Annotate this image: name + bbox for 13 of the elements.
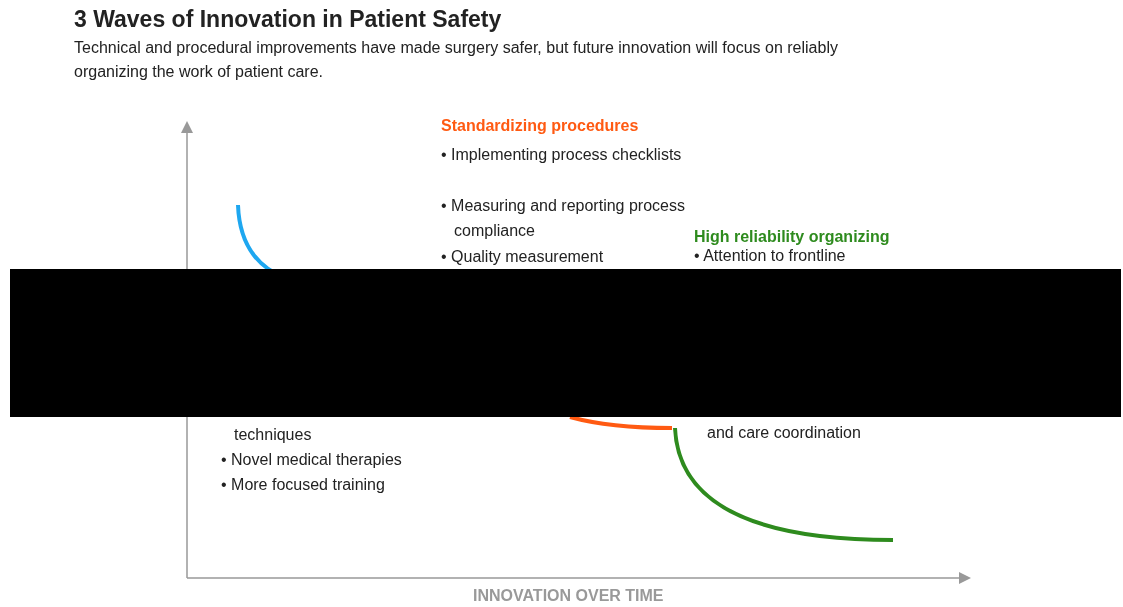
bullet-item-continuation: techniques — [234, 425, 313, 445]
bullet-item: • Novel medical therapies — [221, 450, 403, 470]
title: 3 Waves of Innovation in Patient Safety — [74, 6, 502, 33]
subtitle: Technical and procedural improvements have made surgery safer, but future innovation will focus on reliably organizing the work of patient care. — [74, 38, 839, 82]
bullet-item: • Implementing process checklists — [441, 145, 683, 165]
axis-label: INNOVATION OVER TIME — [473, 587, 664, 605]
bullet-item: • Measuring and reporting process compliance — [441, 196, 686, 241]
heading: Standardizing procedures — [441, 117, 640, 135]
bullet-item: • Quality measurement — [441, 247, 605, 267]
bullet-item: • More focused training — [221, 475, 386, 495]
bullet-item-continuation: and care coordination — [707, 423, 862, 443]
bullet-item: • Attention to frontline — [694, 246, 847, 266]
heading: High reliability organizing — [694, 228, 891, 246]
